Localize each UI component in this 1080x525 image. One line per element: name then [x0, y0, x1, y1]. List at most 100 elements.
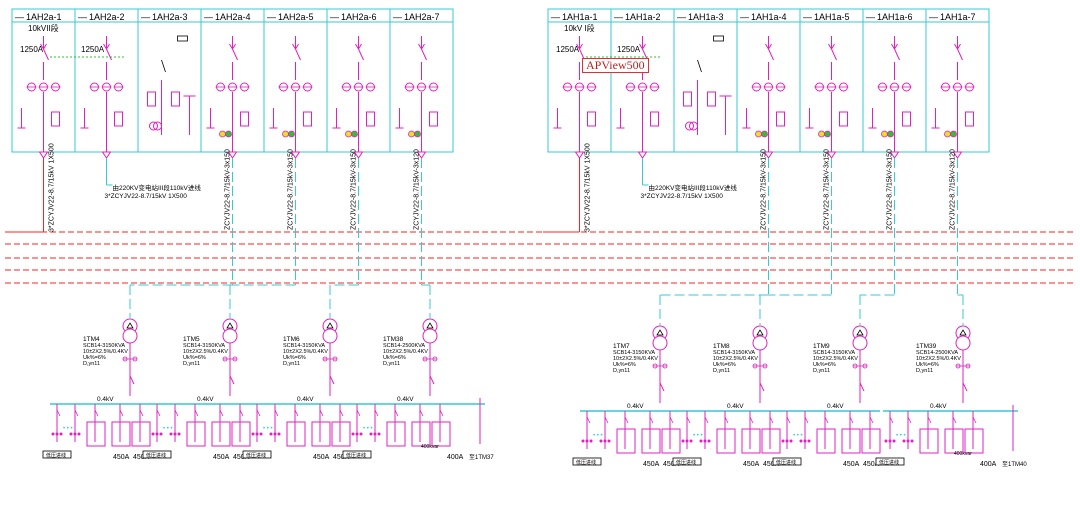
ct-dot [151, 432, 155, 436]
breaker-blade [232, 48, 238, 61]
breaker-blade [43, 48, 49, 61]
capacitor-box [761, 428, 781, 454]
switchgear-symbol [206, 36, 250, 159]
current-label: 450A [763, 461, 780, 468]
lv-feeder-blade [439, 409, 444, 417]
transformer-vector: D,yn11 [283, 361, 300, 367]
right_group-units: 1TM7SCB14-3150KVA10±2X2.5%/0.4KVUk%=6%D,… [572, 270, 1027, 468]
ct-dot [59, 432, 63, 436]
cable-head [38, 151, 49, 159]
capacitor-box [211, 421, 231, 447]
ct-dot [589, 439, 593, 443]
lv-feeder-blade [704, 416, 709, 424]
lv-incomer-label: 低压进线 [46, 452, 66, 459]
transformer-ratio: 10±2X2.5%/0.4KV [916, 356, 961, 362]
transformer-vector: D,yn11 [916, 368, 933, 374]
transformer-uk: Uk%=6% [916, 362, 939, 368]
capacitor-box [86, 421, 106, 447]
meter-box [776, 111, 785, 127]
tail-label: 至1TM37 [469, 454, 494, 461]
cable-head [763, 151, 774, 159]
lv-incomer-label: 低压进线 [879, 459, 899, 466]
indicator-box [713, 35, 724, 42]
rating-label: 1250A [81, 45, 105, 54]
transformer-secondary [652, 335, 668, 351]
lv-feeder-blade [139, 409, 144, 417]
current-label: 450A [233, 454, 250, 461]
lv-feeder-blade [586, 416, 591, 424]
lv-feeder-blade [419, 409, 424, 417]
ct-dot [703, 439, 707, 443]
ellipsis-dots: • • • [793, 433, 803, 439]
ct-dot [799, 439, 803, 443]
cabinet-dash: — [141, 12, 150, 22]
ct-dot [689, 439, 693, 443]
lv-incomer-label: 低压进线 [246, 452, 266, 459]
switchgear-symbol [805, 36, 849, 159]
lv-feeder-blade [194, 409, 199, 417]
transformer-model: SCB14-3150KVA [713, 350, 755, 356]
switchgear-symbol [147, 35, 196, 135]
cabinet-dash: — [267, 12, 276, 22]
lv-feeder-blade [356, 409, 361, 417]
ct-dot [681, 439, 685, 443]
lv-bus-label: 0.4kV [397, 396, 414, 403]
cabinet-dash: — [614, 12, 623, 22]
breaker-blade [894, 48, 900, 61]
indicator-dot [755, 130, 762, 138]
breaker-blade [957, 48, 963, 61]
capacitor-box [741, 428, 761, 454]
capacitor-box [331, 421, 351, 447]
lv-bus-label: 0.4kV [727, 403, 744, 410]
transformer-model: SCB14-3150KVA [283, 343, 325, 349]
lv-bus-label: 0.4kV [97, 396, 114, 403]
fuse-box [683, 91, 692, 107]
transformer-id: 1TM9 [813, 343, 830, 350]
switchgear-symbol [868, 36, 912, 159]
lv-feeder-blade [824, 416, 829, 424]
ct-dot [902, 439, 906, 443]
indicator-dot [881, 130, 888, 138]
transformer-ratio: 10±2X2.5%/0.4KV [383, 349, 428, 355]
current-label: 450A [133, 454, 150, 461]
ct-dot [888, 439, 892, 443]
ellipsis-dots: • • • [593, 433, 603, 439]
switchgear-symbol [17, 36, 61, 159]
transformer-vector: D,yn11 [183, 361, 200, 367]
capacitor-box [386, 421, 406, 447]
transformer-ratio: 10±2X2.5%/0.4KV [83, 349, 128, 355]
capacitor-box [816, 428, 836, 454]
lv-incomer-label: 低压进线 [146, 452, 166, 459]
cable-label: 3*ZCYJV22-8.7/15kV 1X500 [585, 143, 592, 232]
transformer-ratio: 10±2X2.5%/0.4KV [813, 356, 858, 362]
ellipsis-dots: • • • [163, 426, 173, 432]
transformer-secondary [852, 335, 868, 351]
lv-feeder-blade [952, 416, 957, 424]
lv-breaker [759, 382, 765, 392]
lv-incomer-box [672, 457, 702, 466]
cable-head [952, 151, 963, 159]
breaker-blade [106, 48, 112, 61]
transformer-vector: D,yn11 [383, 361, 400, 367]
cable-head [826, 151, 837, 159]
lv-bus-label: 0.4kV [930, 403, 947, 410]
lv-breaker [429, 375, 435, 385]
cabinet-label: 1AH2a-3 [152, 12, 188, 22]
capacitor-note: 400kvar [421, 444, 439, 450]
transformer-uk: Uk%=6% [83, 355, 106, 361]
cabinet-dash: — [740, 12, 749, 22]
transformer-id: 1TM4 [83, 336, 100, 343]
capacitor-box [841, 428, 861, 454]
tail-label: 至1TM40 [1002, 461, 1027, 468]
cable-head [227, 151, 238, 159]
capacitor-box [944, 428, 964, 454]
switchgear-symbol [395, 36, 439, 159]
indicator-dot [818, 130, 825, 138]
indicator-dot [414, 130, 421, 138]
delta-icon [959, 329, 967, 336]
switchgear-symbol [683, 35, 732, 135]
cable-head [353, 151, 364, 159]
meter-box [650, 111, 659, 127]
transformer-id: 1TM5 [183, 336, 200, 343]
ct-dot [785, 439, 789, 443]
